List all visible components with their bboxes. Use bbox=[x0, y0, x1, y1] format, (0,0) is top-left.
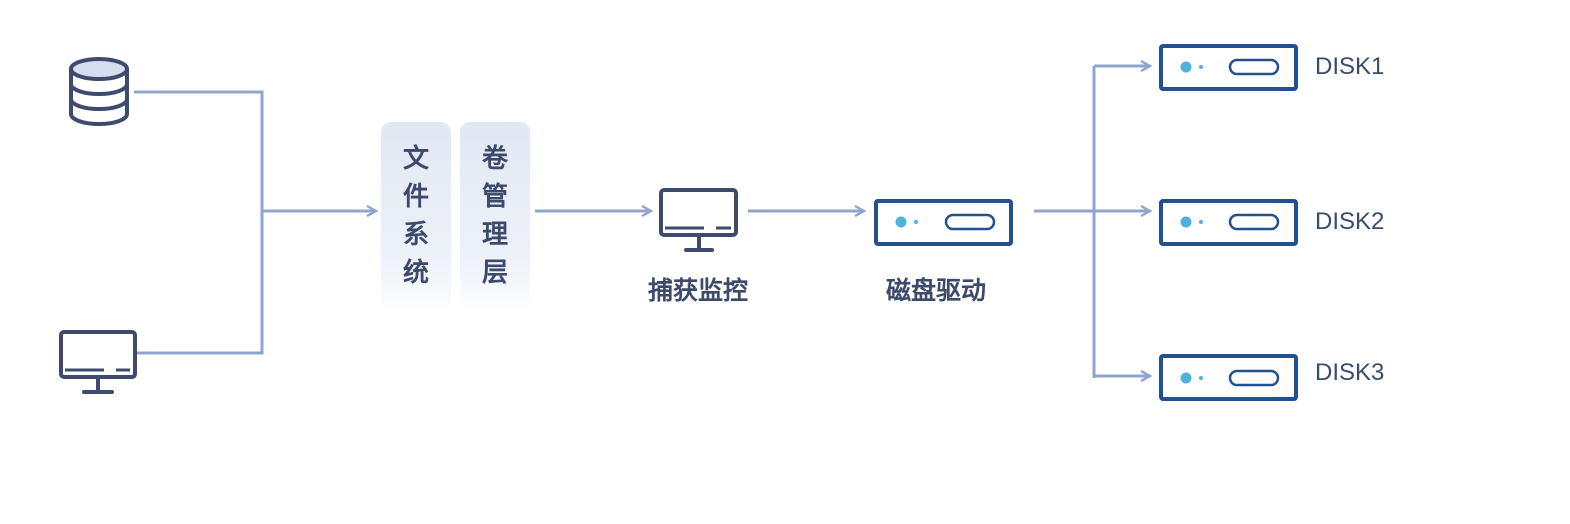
disk-drive-icon bbox=[1159, 199, 1298, 246]
connectors bbox=[134, 66, 1150, 378]
disk2-label: DISK2 bbox=[1315, 208, 1385, 235]
capture-monitor-label: 捕获监控 bbox=[648, 276, 749, 305]
db-connector bbox=[134, 90, 264, 355]
database-icon bbox=[69, 57, 129, 126]
volume-manager-layer: 卷管理层 bbox=[460, 122, 530, 308]
monitor-icon bbox=[659, 188, 738, 252]
file-system-layer: 文件系统 bbox=[381, 122, 451, 308]
disk-drive-icon bbox=[1159, 354, 1298, 401]
volume-manager-label: 卷管理层 bbox=[481, 144, 508, 288]
monitor-icon bbox=[59, 330, 137, 394]
disk-driver-label: 磁盘驱动 bbox=[886, 276, 987, 305]
disk1-label: DISK1 bbox=[1315, 53, 1385, 80]
disk-drive-icon bbox=[1159, 44, 1298, 91]
file-system-label: 文件系统 bbox=[402, 144, 429, 288]
disk-drive-icon bbox=[874, 199, 1013, 246]
disk3-label: DISK3 bbox=[1315, 359, 1385, 386]
